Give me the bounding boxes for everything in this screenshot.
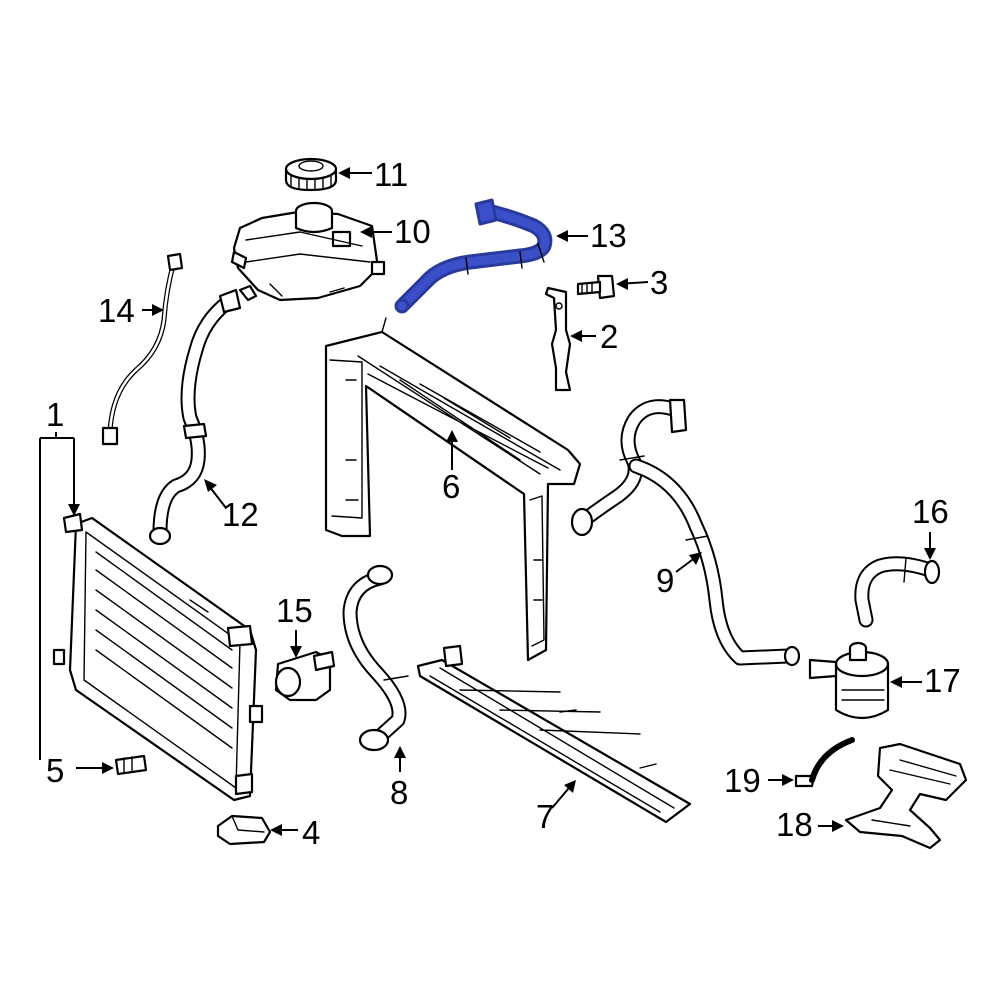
part-6-radiator-support[interactable] [324,317,582,662]
callout-19[interactable]: 19 [724,762,761,799]
part-17-water-pump[interactable] [808,641,890,720]
callout-10[interactable]: 10 [394,213,431,250]
callout-17[interactable]: 17 [924,662,961,699]
callout-9[interactable]: 9 [656,562,674,599]
callout-2[interactable]: 2 [600,318,618,355]
highlight-hose-end [394,298,410,314]
part-9-radiator-hose[interactable] [570,398,801,667]
part-10-expansion-tank[interactable] [230,201,386,302]
callout-15[interactable]: 15 [276,592,313,629]
part-19-clamp[interactable] [794,737,855,788]
callout-6[interactable]: 6 [442,468,460,505]
callout-3[interactable]: 3 [650,264,668,301]
part-5-sensor[interactable] [114,754,148,776]
callout-16[interactable]: 16 [912,493,949,530]
callout-labels: 11 10 13 3 2 14 1 6 12 16 9 15 17 5 19 8… [46,156,961,851]
part-14-sensor-wire[interactable] [101,252,184,446]
highlight-hose-connector [474,198,498,226]
part-4-mount[interactable] [216,814,272,846]
part-12-reservoir-hose[interactable] [148,288,242,546]
part-18-bracket[interactable] [844,742,968,850]
callout-13[interactable]: 13 [590,217,627,254]
callout-7[interactable]: 7 [536,798,554,835]
part-13-bleed-hose[interactable] [394,198,553,314]
highlight-hose-fill [399,205,550,309]
part-16-hose[interactable] [854,556,941,628]
callout-4[interactable]: 4 [302,814,320,851]
leader-lines [39,167,936,836]
part-11-reservoir-cap[interactable] [284,157,338,192]
part-15-connector[interactable] [274,650,336,702]
callout-14[interactable]: 14 [98,292,135,329]
callout-18[interactable]: 18 [776,806,813,843]
callout-1[interactable]: 1 [46,396,64,433]
part-1-radiator[interactable] [52,512,264,802]
callout-11[interactable]: 11 [374,156,408,193]
part-2-bracket[interactable] [544,286,572,392]
callout-12[interactable]: 12 [222,496,259,533]
callout-5[interactable]: 5 [46,752,64,789]
part-3-bolt[interactable] [576,274,616,300]
callout-8[interactable]: 8 [390,774,408,811]
part-7-deflector[interactable] [416,644,692,824]
part-8-radiator-hose[interactable] [342,564,409,752]
